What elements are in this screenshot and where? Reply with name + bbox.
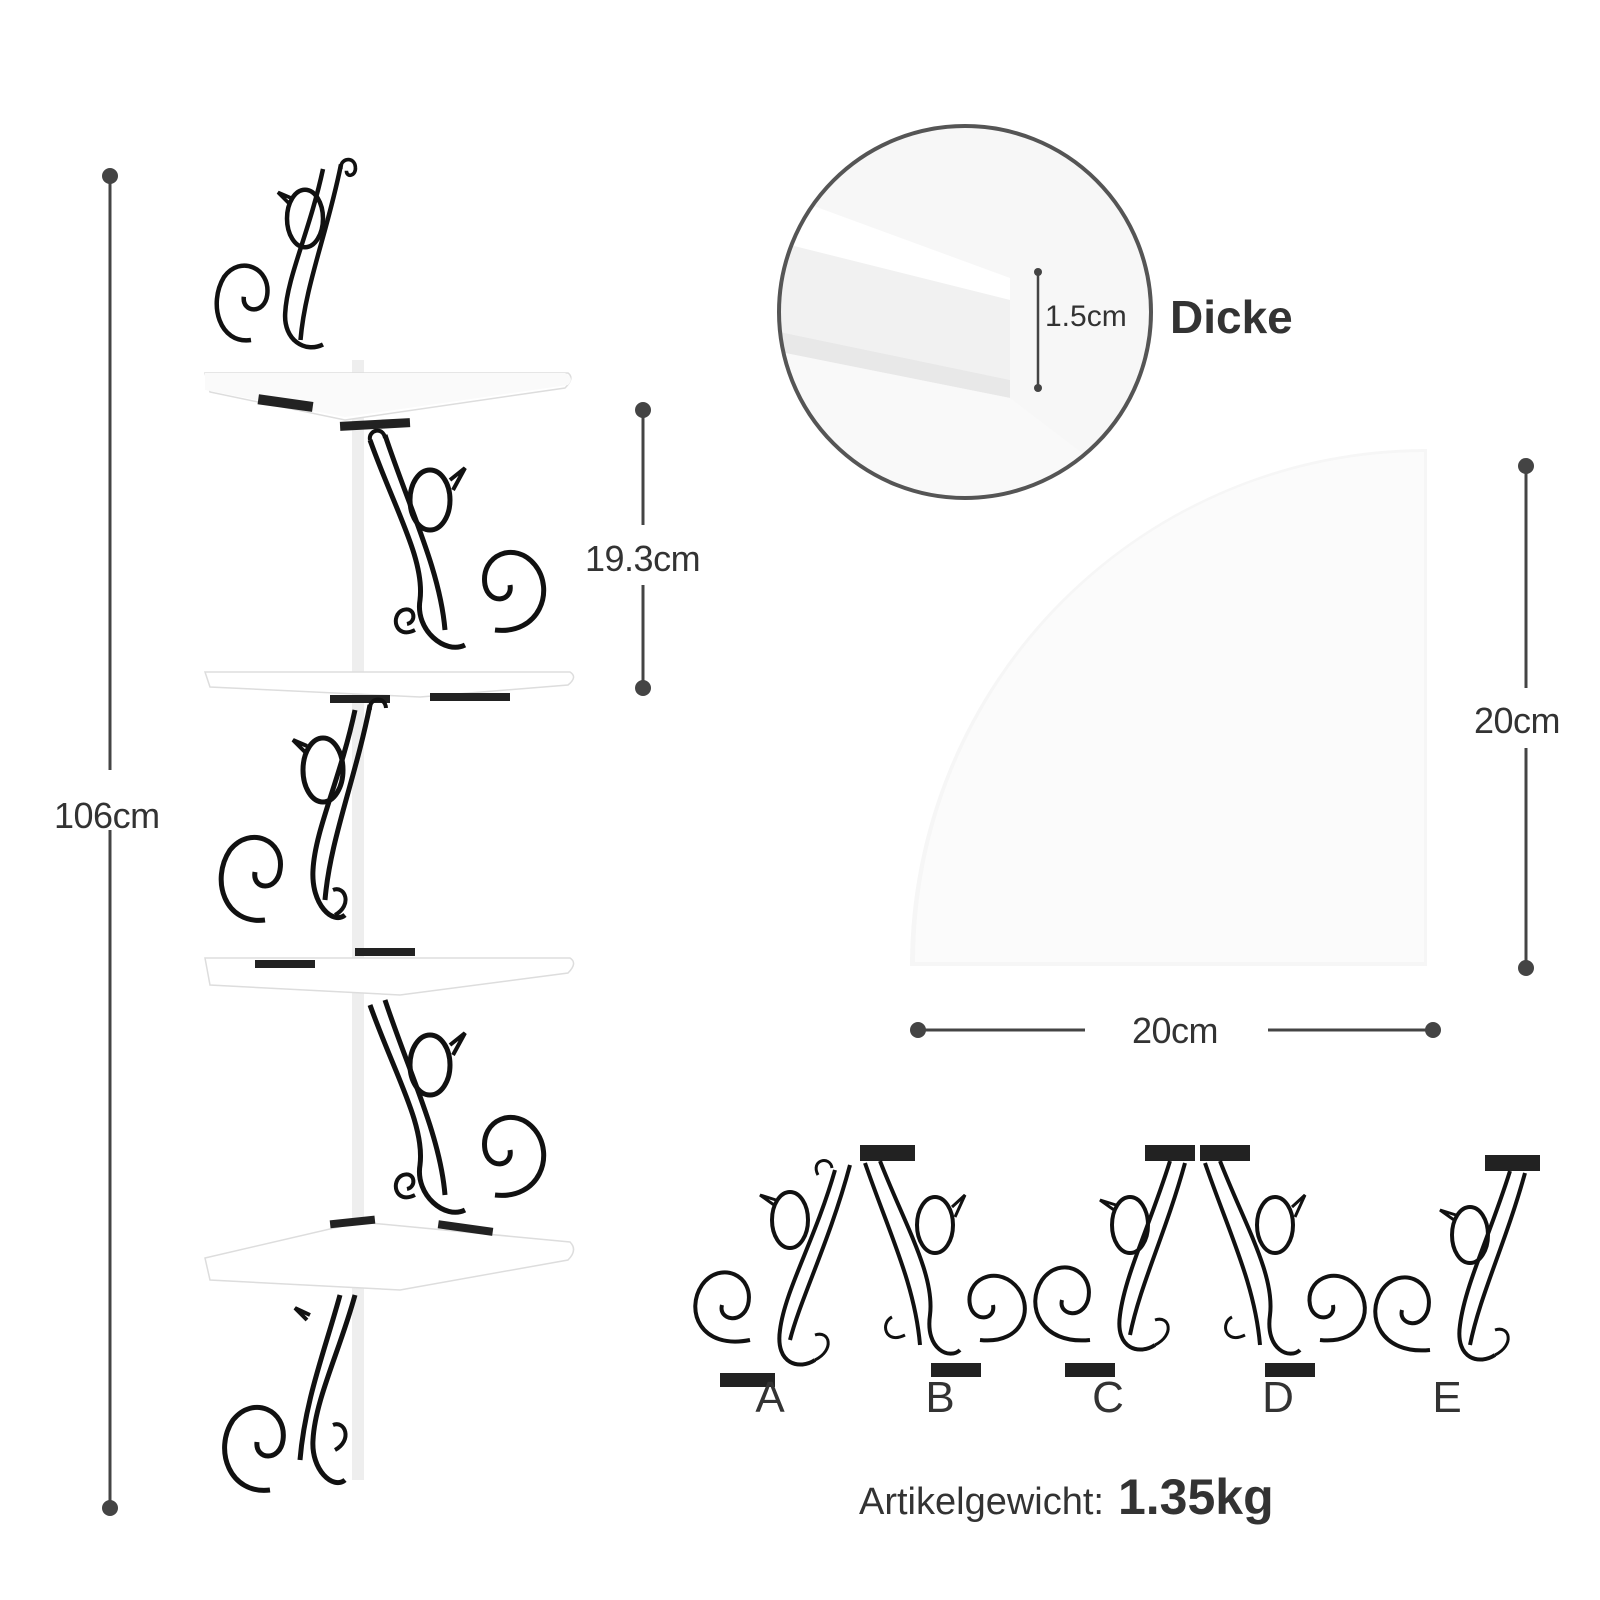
bracket-4 <box>367 999 547 1215</box>
weight-value: 1.35kg <box>1117 1469 1274 1525</box>
shelf-4 <box>204 1215 575 1291</box>
shelf-2 <box>203 671 575 703</box>
total-height-dimension <box>102 168 118 1516</box>
depth-dimension <box>1518 458 1534 976</box>
shelf-spacing-label: 19.3cm <box>585 538 701 579</box>
wall-corner <box>352 360 364 1480</box>
corner-shelf-assembly <box>203 157 575 1493</box>
bracket-label-c: C <box>1092 1373 1124 1422</box>
bracket-5 <box>222 1294 358 1493</box>
shelf-3 <box>204 948 575 996</box>
weight-label: Artikelgewicht: <box>859 1481 1104 1523</box>
bracket-c <box>1033 1145 1195 1377</box>
thickness-label: 1.5cm <box>1045 300 1127 333</box>
bracket-2 <box>367 428 547 650</box>
bracket-label-e: E <box>1432 1373 1462 1422</box>
bracket-label-d: D <box>1262 1373 1294 1422</box>
thickness-title: Dicke <box>1170 291 1293 343</box>
thickness-detail <box>777 124 1153 500</box>
weight-info: Artikelgewicht: 1.35kg <box>859 1468 1274 1526</box>
shelf-spacing-dimension <box>635 402 651 696</box>
width-dimension <box>910 1022 1441 1038</box>
bracket-3 <box>218 697 388 923</box>
shelf-top-view <box>910 449 1427 966</box>
bracket-label-b: B <box>925 1373 955 1422</box>
bracket-b <box>860 1145 1027 1377</box>
bracket-e <box>1373 1155 1540 1362</box>
bracket-top <box>214 157 358 350</box>
total-height-label: 106cm <box>54 795 160 836</box>
bracket-d <box>1200 1145 1367 1377</box>
width-label: 20cm <box>1132 1010 1219 1051</box>
shelf-1 <box>204 372 572 431</box>
depth-label: 20cm <box>1474 700 1561 741</box>
bracket-label-a: A <box>755 1373 785 1422</box>
bracket-a <box>693 1159 852 1387</box>
